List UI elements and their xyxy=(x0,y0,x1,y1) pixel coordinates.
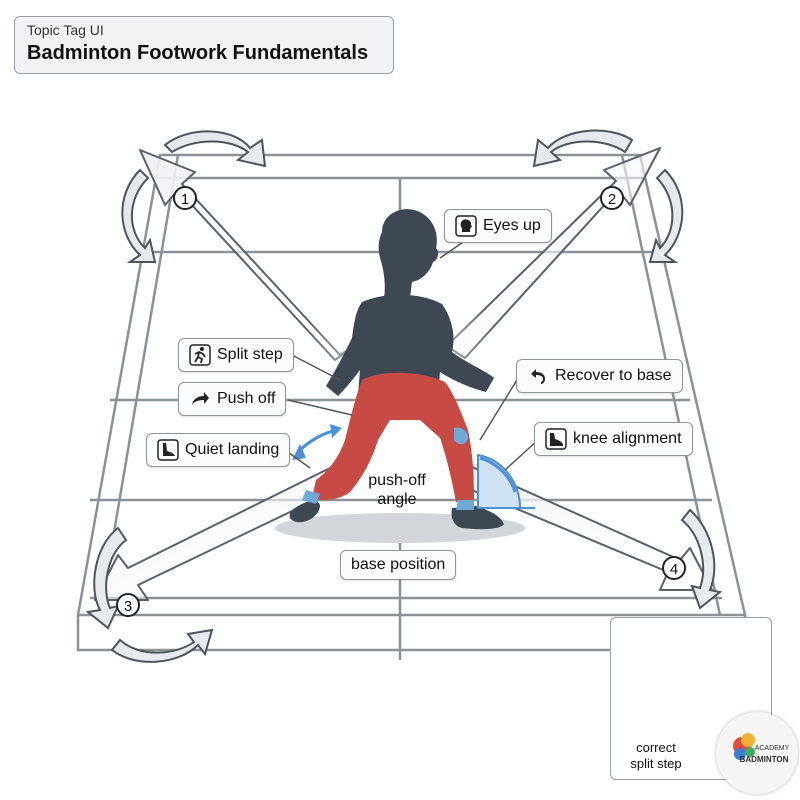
logo-text-badminton: BADMINTON xyxy=(740,755,789,764)
eyes-up-text: Eyes up xyxy=(483,217,541,234)
recover-to-base-text: Recover to base xyxy=(555,367,672,384)
head-icon xyxy=(455,215,477,237)
undo-arrow-icon xyxy=(531,369,545,384)
shoe-icon xyxy=(545,428,567,450)
corner-number-4: 4 xyxy=(662,556,686,580)
svg-text:1: 1 xyxy=(181,191,189,208)
split-step-label: Split step xyxy=(178,338,294,372)
rotation-arrows xyxy=(85,129,723,663)
foot-icon xyxy=(157,439,179,461)
push-off-angle-label: push-off angle xyxy=(368,472,426,508)
split-step-text: Split step xyxy=(217,346,283,363)
page-title: Badminton Footwork Fundamentals xyxy=(27,42,369,64)
topic-card: Topic Tag UI Badminton Footwork Fundamen… xyxy=(14,16,394,74)
topic-tag: Topic Tag UI xyxy=(27,22,104,38)
player-silhouette xyxy=(289,209,504,530)
push-off-text: Push off xyxy=(217,390,276,407)
svg-text:3: 3 xyxy=(124,598,132,615)
corner-number-1: 1 xyxy=(173,186,197,210)
base-position-label: base position xyxy=(340,550,457,580)
svg-text:4: 4 xyxy=(670,561,678,578)
eyes-up-label: Eyes up xyxy=(444,209,552,243)
correct-split-step-caption: correct split step xyxy=(630,740,682,771)
base-position-text: base position xyxy=(351,556,446,573)
quiet-landing-label: Quiet landing xyxy=(146,433,291,467)
academy-logo: ACADEMY BADMINTON xyxy=(716,712,798,794)
logo-mark: ACADEMY BADMINTON xyxy=(733,733,790,764)
knee-alignment-label: knee alignment xyxy=(534,422,693,456)
runner-icon xyxy=(189,344,211,366)
push-off-label: Push off xyxy=(178,382,287,416)
quiet-landing-text: Quiet landing xyxy=(185,441,280,458)
corner-number-2: 2 xyxy=(600,186,624,210)
arrow-right-icon xyxy=(192,392,209,404)
push-off-angle-marker xyxy=(292,424,535,509)
corner-number-3: 3 xyxy=(116,593,140,617)
svg-text:2: 2 xyxy=(608,191,616,208)
knee-alignment-text: knee alignment xyxy=(573,430,682,447)
logo-text-academy: ACADEMY xyxy=(755,745,790,752)
recover-to-base-label: Recover to base xyxy=(516,359,683,393)
